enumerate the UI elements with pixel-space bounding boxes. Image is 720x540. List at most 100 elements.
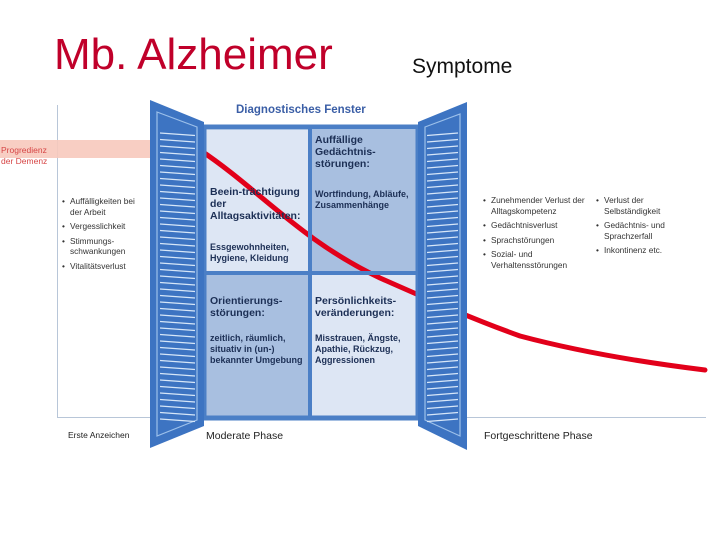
shutter-slat bbox=[159, 398, 196, 403]
list-item: Zunehmender Verlust der Alltagskompetenz bbox=[483, 195, 588, 216]
shutter-slat bbox=[426, 197, 459, 202]
shutter-slat bbox=[426, 320, 459, 325]
shutter-slat bbox=[159, 190, 196, 195]
shutter-slat bbox=[426, 301, 459, 306]
pane-bottom-left bbox=[204, 273, 310, 418]
phase-first-signs: Erste Anzeichen bbox=[68, 430, 130, 440]
shutter-slat bbox=[159, 236, 196, 241]
pane-top-left-detail: Essgewohnheiten, Hygiene, Kleidung bbox=[210, 242, 290, 263]
shutter-slat bbox=[159, 138, 196, 143]
pane-bottom-right-heading: Persönlichkeits-veränderungen: bbox=[315, 295, 397, 319]
shutter-slat bbox=[159, 281, 196, 286]
slide-title: Mb. Alzheimer bbox=[54, 30, 333, 79]
shutter-slat bbox=[426, 353, 459, 358]
shutter-slat bbox=[159, 197, 196, 202]
shutter-slat bbox=[426, 177, 459, 182]
shutter-slat bbox=[426, 229, 459, 234]
shutter-slat bbox=[159, 242, 196, 247]
shutter-slat bbox=[426, 385, 459, 390]
shutter-slat bbox=[159, 177, 196, 182]
list-item: Verlust der Selbständigkeit bbox=[596, 195, 701, 216]
pane-top-right-detail: Wortfindung, Abläufe, Zusammenhänge bbox=[315, 189, 409, 210]
shutter-slat bbox=[159, 203, 196, 208]
shutter-slat bbox=[159, 229, 196, 234]
shutter-slat bbox=[426, 398, 459, 403]
shutter-slat bbox=[159, 372, 196, 377]
phase-advanced: Fortgeschrittene Phase bbox=[484, 430, 593, 442]
list-item: Gedächtnisverlust bbox=[483, 220, 588, 231]
shutter-slat bbox=[159, 249, 196, 254]
shutter-slat bbox=[426, 405, 459, 410]
shutter-slat bbox=[426, 216, 459, 221]
progression-band bbox=[0, 140, 160, 158]
list-item: Sozial- und Verhaltensstörungen bbox=[483, 249, 588, 270]
shutter-slat bbox=[426, 151, 459, 156]
shutter-slat bbox=[159, 327, 196, 332]
shutter-slat bbox=[159, 262, 196, 267]
shutter-slat bbox=[159, 314, 196, 319]
shutter-slat bbox=[426, 333, 459, 338]
shutter-slat bbox=[426, 281, 459, 286]
shutter-slat bbox=[426, 275, 459, 280]
shutter-slat bbox=[426, 288, 459, 293]
shutter-slat bbox=[426, 307, 459, 312]
shutter-slat bbox=[159, 210, 196, 215]
shutter-slat bbox=[159, 275, 196, 280]
shutter-slat bbox=[159, 379, 196, 384]
list-item: Vergesslichkeit bbox=[62, 221, 148, 232]
shutter-slat bbox=[159, 418, 196, 423]
shutter-slat bbox=[159, 288, 196, 293]
phase-moderate: Moderate Phase bbox=[206, 430, 284, 442]
shutter-slat bbox=[159, 405, 196, 410]
shutter-slat bbox=[159, 392, 196, 397]
list-item: Auffälligkeiten bei der Arbeit bbox=[62, 196, 148, 217]
shutter-slat bbox=[426, 255, 459, 260]
list-item: Vitalitätsverlust bbox=[62, 261, 148, 272]
shutter-slat bbox=[159, 158, 196, 163]
shutter-slat bbox=[159, 151, 196, 156]
shutter-slat bbox=[426, 379, 459, 384]
shutter-slat bbox=[426, 190, 459, 195]
shutter-slat bbox=[426, 294, 459, 299]
shutter-slat bbox=[426, 236, 459, 241]
advanced-symptoms-list-1: Zunehmender Verlust der Alltagskompetenz… bbox=[483, 195, 588, 274]
shutter-slat bbox=[426, 164, 459, 169]
progression-label-line2: der Demenz bbox=[1, 156, 48, 166]
shutter-slat bbox=[426, 418, 459, 423]
shutter-slat bbox=[159, 366, 196, 371]
list-item: Stimmungs-schwankungen bbox=[62, 236, 148, 257]
shutter-slat bbox=[159, 223, 196, 228]
list-item: Inkontinenz etc. bbox=[596, 245, 701, 256]
shutter-slat bbox=[159, 216, 196, 221]
shutter-slat bbox=[426, 171, 459, 176]
shutter-slat bbox=[159, 184, 196, 189]
shutter-slat bbox=[426, 223, 459, 228]
shutter-slat bbox=[426, 138, 459, 143]
left-shutter bbox=[150, 100, 204, 448]
pane-bottom-right bbox=[310, 273, 418, 418]
shutter-slat bbox=[159, 268, 196, 273]
shutter-slat bbox=[426, 327, 459, 332]
shutter-slat bbox=[426, 346, 459, 351]
pane-bottom-left-detail: zeitlich, räumlich, situativ in (un-) be… bbox=[210, 333, 303, 365]
shutter-slat bbox=[159, 340, 196, 345]
shutter-slat bbox=[159, 320, 196, 325]
shutter-slat bbox=[426, 203, 459, 208]
shutter-slat bbox=[159, 346, 196, 351]
progression-label-line1: Progredienz bbox=[1, 145, 47, 155]
shutter-slat bbox=[426, 366, 459, 371]
shutter-slat bbox=[159, 294, 196, 299]
list-item: Gedächtnis- und Sprachzerfall bbox=[596, 220, 701, 241]
diagnostic-window-title: Diagnostisches Fenster bbox=[236, 104, 366, 116]
shutter-slat bbox=[426, 372, 459, 377]
shutter-slat bbox=[426, 268, 459, 273]
shutter-slat bbox=[159, 411, 196, 416]
pane-bottom-left-heading: Orientierungs-störungen: bbox=[210, 295, 283, 319]
shutter-slat bbox=[159, 164, 196, 169]
list-item: Sprachstörungen bbox=[483, 235, 588, 246]
shutter-slat bbox=[426, 184, 459, 189]
shutter-slat bbox=[159, 145, 196, 150]
progression-label: Progredienz der Demenz bbox=[1, 145, 47, 167]
slide-subtitle: Symptome bbox=[412, 55, 513, 78]
